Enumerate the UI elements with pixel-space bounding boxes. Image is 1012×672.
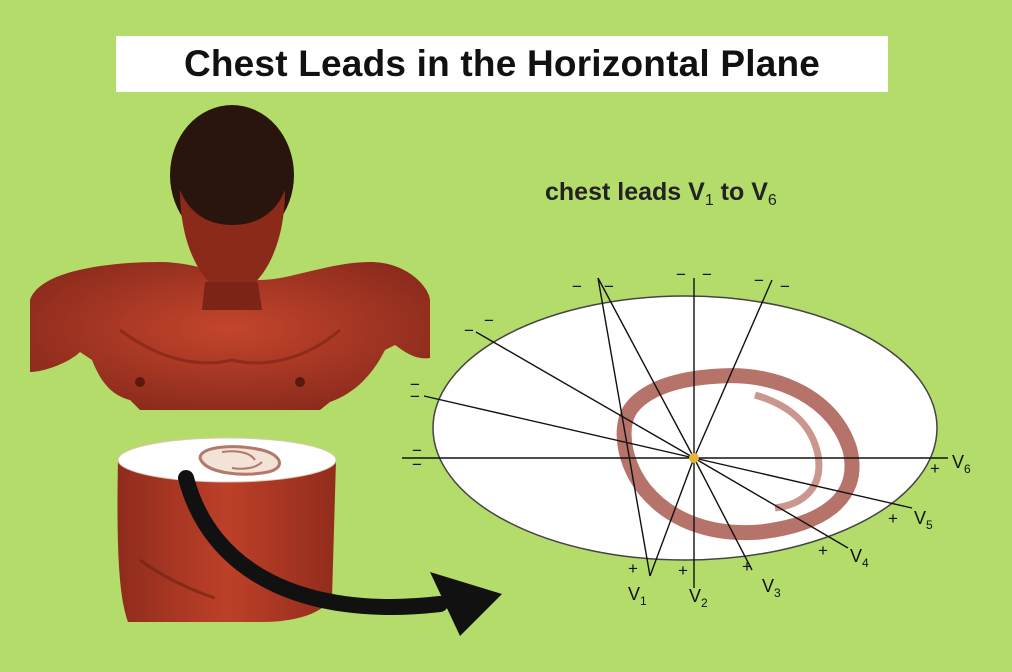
subtitle-sub-6: 6: [768, 192, 777, 209]
subtitle-text: chest leads V: [545, 178, 705, 206]
lead-label-v3: V3: [762, 576, 781, 600]
man-upper-body-photo: [30, 105, 430, 410]
diagram-subtitle: chest leads V1 to V6: [545, 178, 777, 210]
v3-positive-sign: +: [742, 557, 752, 576]
v2-positive-sign: +: [678, 561, 688, 580]
v2-negative-sign-b: −: [702, 265, 712, 284]
v1-negative-sign-a: −: [572, 277, 582, 296]
lead-label-v2: V2: [689, 586, 708, 610]
lead-label-v6: V6: [952, 452, 971, 476]
v4-positive-sign: +: [818, 541, 828, 560]
v6-negative-sign-b: −: [412, 455, 422, 474]
v1-negative-sign-b: −: [604, 277, 614, 296]
chest-cross-section: [433, 296, 937, 560]
v2-negative-sign-a: −: [676, 265, 686, 284]
v4-negative-sign-a: −: [464, 321, 474, 340]
heart-center-point: [689, 453, 699, 463]
lead-label-v5: V5: [914, 508, 933, 532]
subtitle-sub-1: 1: [705, 192, 714, 209]
v4-negative-sign-b: −: [484, 311, 494, 330]
v1-positive-sign: +: [628, 559, 638, 578]
v3-negative-sign-a: −: [754, 271, 764, 290]
v5-positive-sign: +: [888, 509, 898, 528]
v3-negative-sign-b: −: [780, 277, 790, 296]
lead-label-v4: V4: [850, 546, 869, 570]
subtitle-mid: to V: [714, 178, 768, 206]
lead-label-v1: V1: [628, 584, 647, 608]
v6-positive-sign: +: [930, 459, 940, 478]
v5-negative-sign-b: −: [410, 375, 420, 394]
